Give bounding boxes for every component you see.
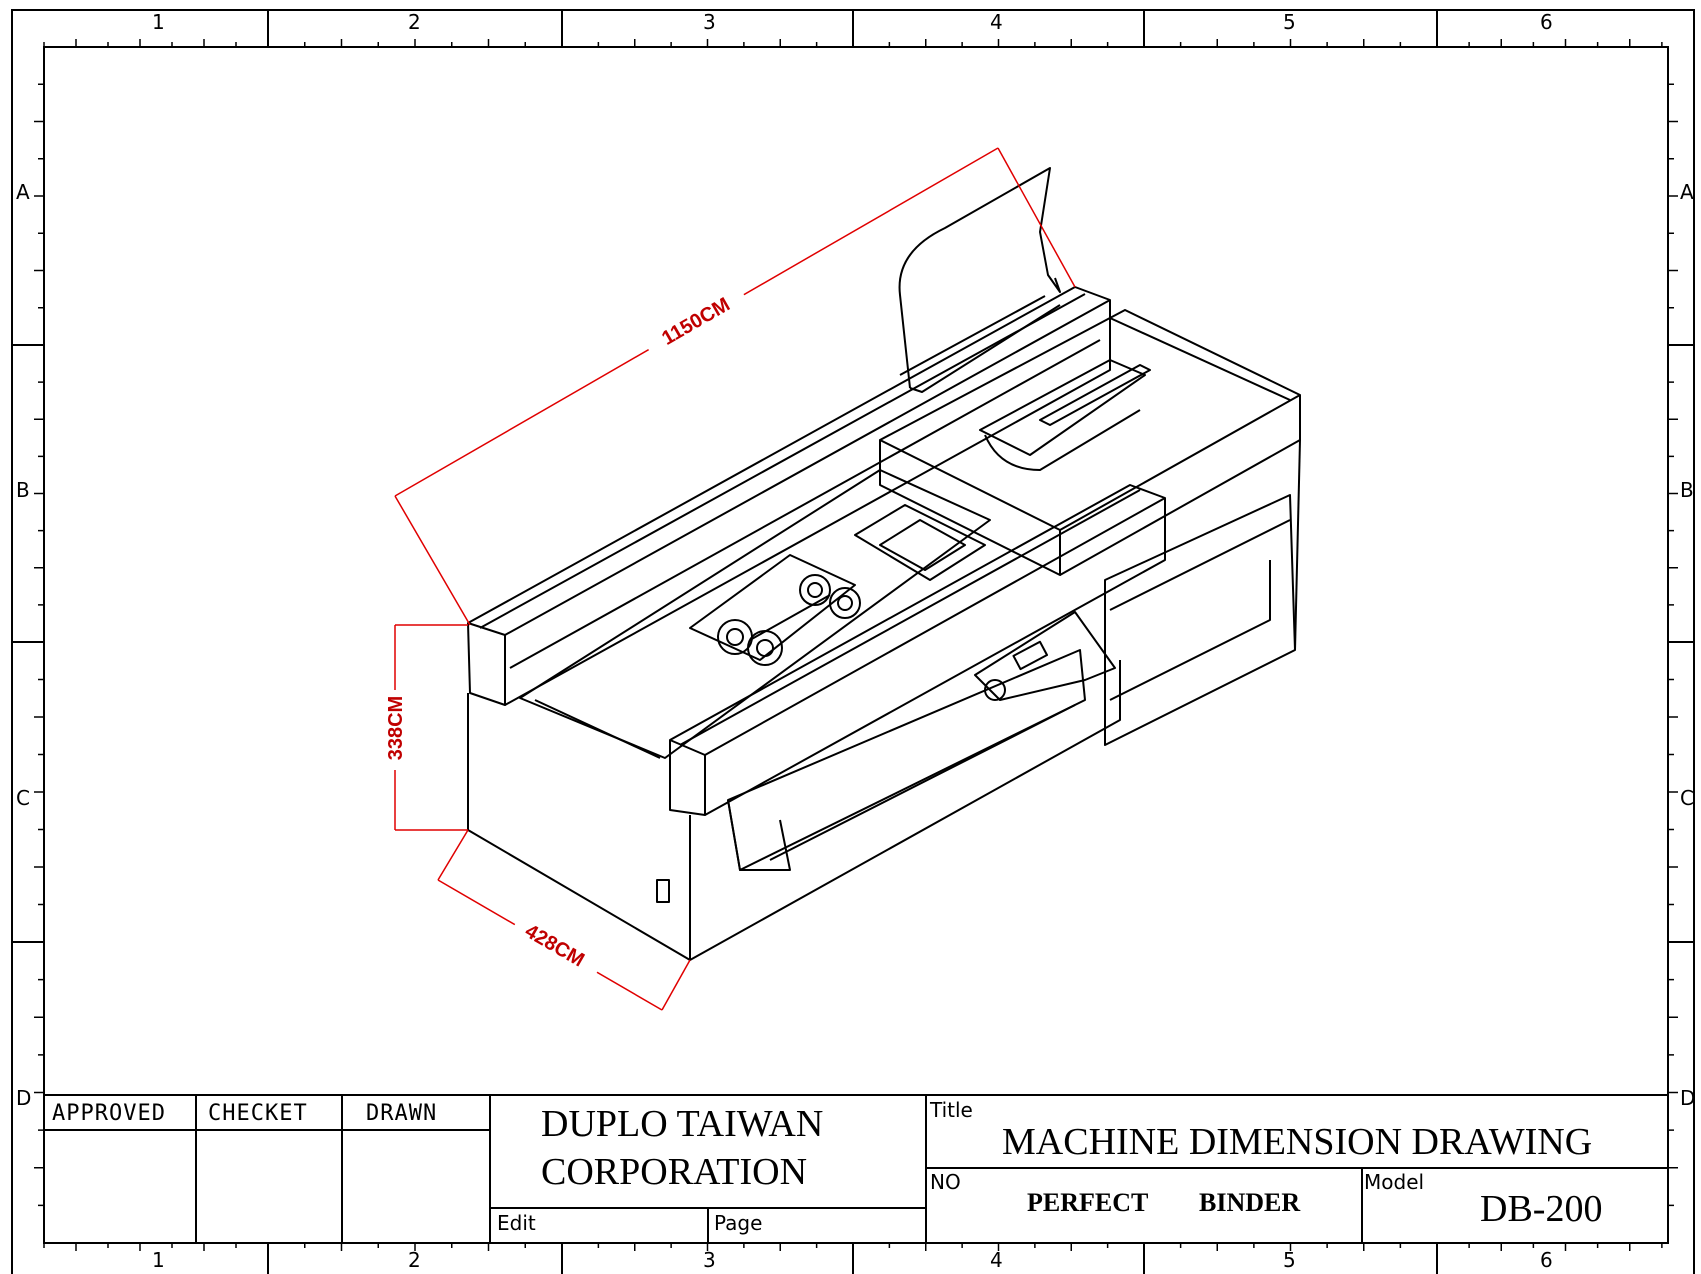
power-switch bbox=[656, 879, 670, 903]
lcd-display bbox=[1012, 640, 1048, 671]
wheel-3 bbox=[799, 574, 831, 606]
dim-height: 338CM bbox=[385, 696, 407, 760]
perfect-binder-machine bbox=[467, 167, 1301, 961]
title-block-grid bbox=[44, 1094, 1668, 1243]
inner-frame bbox=[43, 46, 1669, 1244]
scale-ticks bbox=[34, 39, 1678, 1251]
main-body bbox=[467, 693, 691, 961]
zone-dividers bbox=[12, 10, 1694, 1274]
wheel-4 bbox=[829, 587, 861, 619]
control-panel bbox=[974, 611, 1116, 701]
glue-slot bbox=[979, 359, 1146, 456]
cover-flap bbox=[898, 167, 1061, 389]
wheel-plate bbox=[689, 554, 856, 661]
control-dial bbox=[984, 679, 1006, 701]
clamp-window bbox=[854, 504, 986, 581]
